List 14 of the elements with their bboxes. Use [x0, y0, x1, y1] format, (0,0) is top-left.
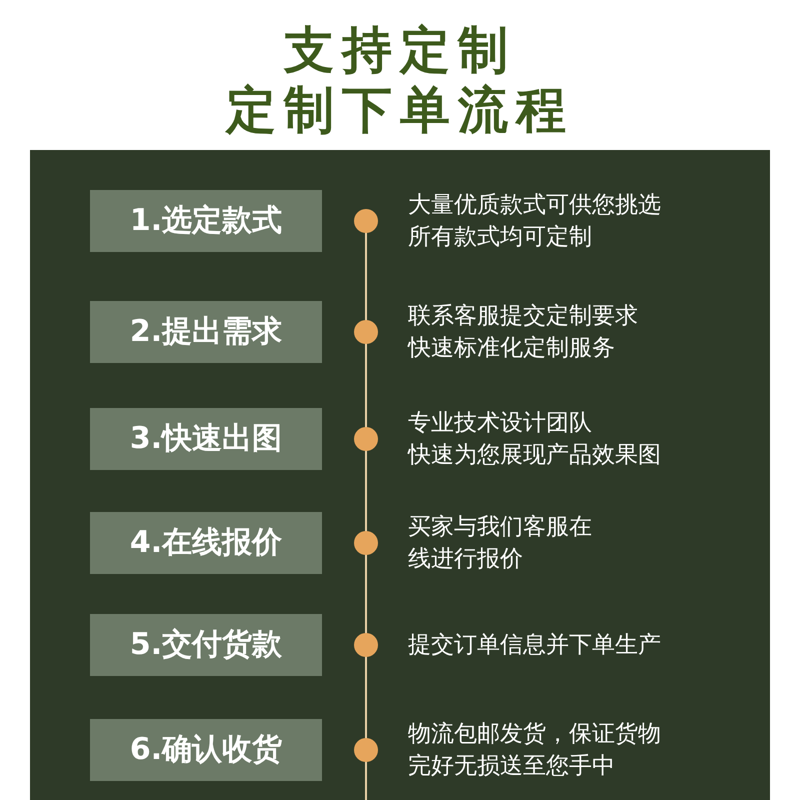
step-box: 1.选定款式	[90, 190, 322, 252]
step-box: 3.快速出图	[90, 408, 322, 470]
step-description: 专业技术设计团队快速为您展现产品效果图	[408, 409, 662, 470]
step-description: 物流包邮发货，保证货物完好无损送至您手中	[408, 720, 662, 781]
step-description: 买家与我们客服在线进行报价	[408, 513, 593, 574]
title: 支持定制	[282, 20, 517, 80]
step-box: 5.交付货款	[90, 614, 322, 676]
step-box: 6.确认收货	[90, 719, 322, 781]
step-description: 大量优质款式可供您挑选所有款式均可定制	[408, 191, 662, 252]
subtitle: 定制下单流程	[224, 80, 575, 140]
step-box: 2.提出需求	[90, 301, 322, 363]
step-description: 提交订单信息并下单生产	[408, 631, 662, 660]
step-description: 联系客服提交定制要求快速标准化定制服务	[408, 302, 639, 363]
step-box: 4.在线报价	[90, 512, 322, 574]
